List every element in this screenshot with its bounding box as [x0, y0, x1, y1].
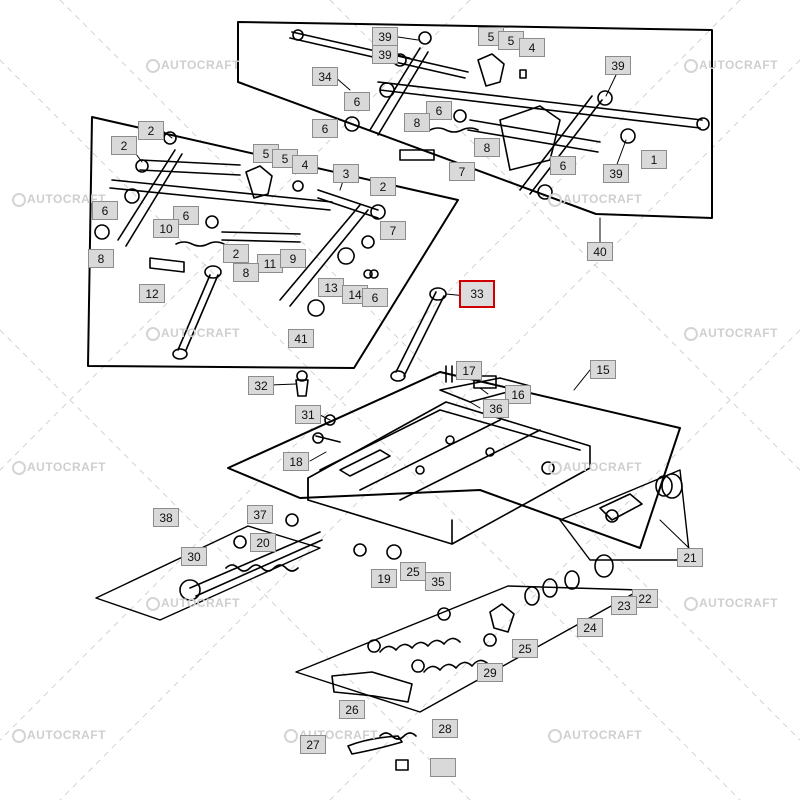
callout[interactable]: 9: [280, 249, 306, 268]
callout[interactable]: 32: [248, 376, 274, 395]
group-frame-base: [227, 371, 681, 549]
callout[interactable]: 21: [677, 548, 703, 567]
left-assembly: [94, 131, 386, 360]
adjuster-assembly: [179, 370, 341, 601]
callout-highlighted[interactable]: 33: [459, 280, 495, 308]
callout[interactable]: 8: [88, 249, 114, 268]
callout[interactable]: 39: [372, 27, 398, 46]
callout[interactable]: 26: [339, 700, 365, 719]
callout[interactable]: 16: [505, 385, 531, 404]
callout[interactable]: 1: [641, 150, 667, 169]
callout[interactable]: 35: [425, 572, 451, 591]
callout[interactable]: 2: [111, 136, 137, 155]
callout[interactable]: 2: [138, 121, 164, 140]
callout[interactable]: 36: [483, 399, 509, 418]
callout[interactable]: 13: [318, 278, 344, 297]
callout[interactable]: 7: [380, 221, 406, 240]
callout[interactable]: 2: [370, 177, 396, 196]
callout[interactable]: 2: [223, 244, 249, 263]
bottom-parts: [331, 543, 614, 771]
callout[interactable]: 4: [519, 38, 545, 57]
callout[interactable]: 27: [300, 735, 326, 754]
callout[interactable]: 7: [449, 162, 475, 181]
callout[interactable]: 23: [611, 596, 637, 615]
callout[interactable]: 40: [587, 242, 613, 261]
callout[interactable]: 15: [590, 360, 616, 379]
callout[interactable]: 29: [477, 663, 503, 682]
callout[interactable]: 31: [295, 405, 321, 424]
callout[interactable]: 3: [333, 164, 359, 183]
callout[interactable]: 8: [404, 113, 430, 132]
callout[interactable]: 20: [250, 533, 276, 552]
callout[interactable]: [430, 758, 456, 777]
callout[interactable]: 28: [432, 719, 458, 738]
callout[interactable]: 6: [426, 101, 452, 120]
callout[interactable]: 6: [173, 206, 199, 225]
callout[interactable]: 6: [362, 288, 388, 307]
upper-rods: [289, 29, 710, 200]
callout[interactable]: 34: [312, 67, 338, 86]
callout[interactable]: 25: [400, 562, 426, 581]
callout[interactable]: 6: [550, 156, 576, 175]
callout[interactable]: 19: [371, 569, 397, 588]
right-parts: [599, 473, 683, 523]
seat-base: [307, 365, 591, 545]
callout[interactable]: 24: [577, 618, 603, 637]
callout[interactable]: 39: [605, 56, 631, 75]
callout[interactable]: 10: [153, 219, 179, 238]
callout[interactable]: 8: [233, 263, 259, 282]
callout[interactable]: 6: [92, 201, 118, 220]
strut-41: [390, 287, 447, 382]
callout[interactable]: 6: [312, 119, 338, 138]
callout[interactable]: 18: [283, 452, 309, 471]
callout[interactable]: 25: [512, 639, 538, 658]
callout[interactable]: 37: [247, 505, 273, 524]
callout[interactable]: 8: [474, 138, 500, 157]
callout[interactable]: 30: [181, 547, 207, 566]
callout[interactable]: 41: [288, 329, 314, 348]
callout[interactable]: 6: [344, 92, 370, 111]
callout[interactable]: 38: [153, 508, 179, 527]
callout[interactable]: 39: [372, 45, 398, 64]
callout[interactable]: 12: [139, 284, 165, 303]
callout[interactable]: 39: [603, 164, 629, 183]
callout[interactable]: 17: [456, 361, 482, 380]
group-frame-40: [237, 21, 713, 219]
callout[interactable]: 4: [292, 155, 318, 174]
